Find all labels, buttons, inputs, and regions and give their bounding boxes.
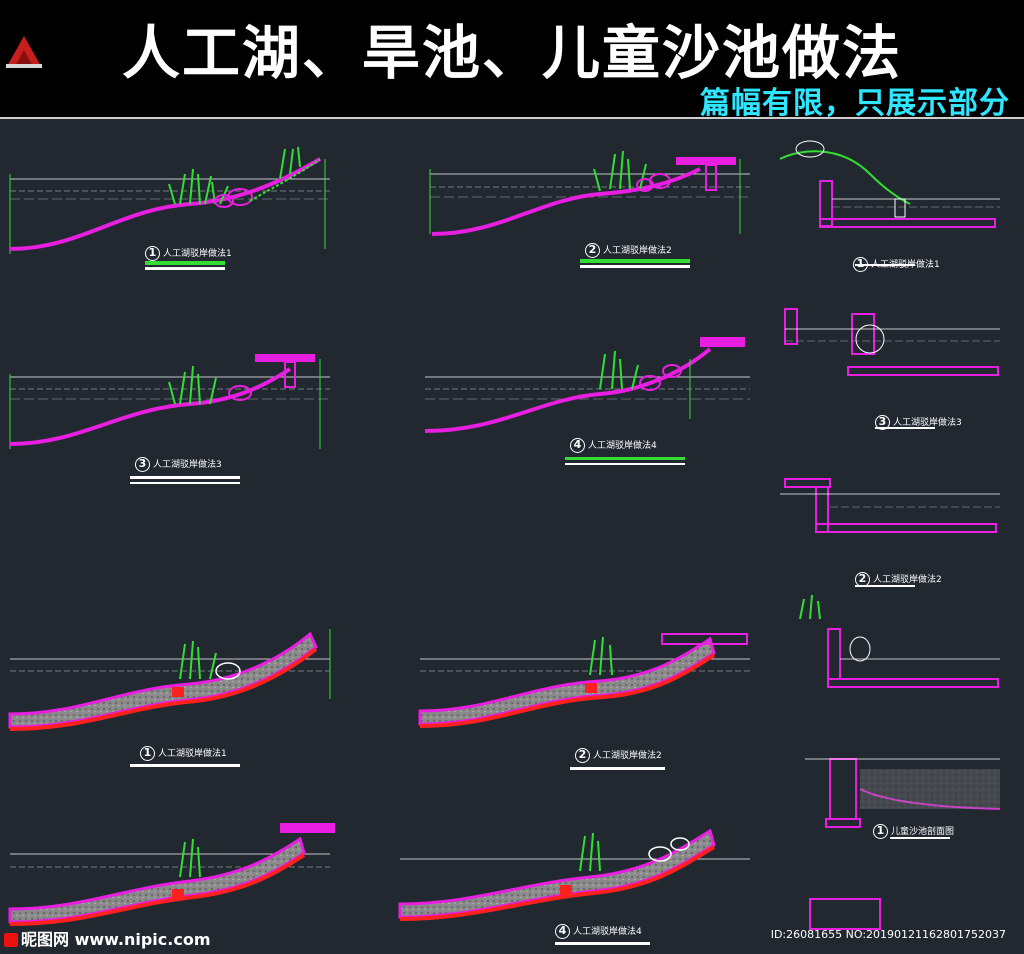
watermark-left: 昵图网 www.nipic.com [4, 926, 211, 950]
section-6-drawing [418, 633, 750, 770]
watermark-right: ID:26081655 NO:20190121162801752037 [770, 928, 1006, 941]
section-2-drawing [429, 150, 750, 268]
section-1-drawing [9, 146, 330, 270]
page-title: 人工湖、旱池、儿童沙池做法 [121, 19, 902, 87]
section-3-drawing [9, 354, 330, 484]
header-banner: 人工湖、旱池、儿童沙池做法 篇幅有限，只展示部分 [0, 0, 1024, 121]
section-8-drawing [398, 828, 750, 945]
nipic-logo-icon [4, 933, 18, 947]
right-detail-1 [779, 140, 1000, 266]
cad-drawing-svg [8, 140, 1001, 945]
section-5-drawing [8, 629, 331, 767]
page-subtitle: 篇幅有限，只展示部分 [700, 86, 1010, 121]
section-7-drawing [8, 823, 335, 926]
section-4-drawing [424, 337, 750, 465]
right-detail-2 [784, 308, 1000, 429]
right-detail-sandpit [805, 758, 1001, 930]
autocad-logo-icon [6, 36, 42, 68]
right-detail-4 [799, 594, 1000, 688]
right-detail-3 [780, 478, 1000, 587]
header-divider [0, 117, 1024, 119]
